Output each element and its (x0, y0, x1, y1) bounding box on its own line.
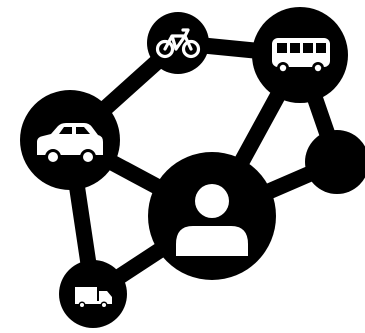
node-bicycle (147, 12, 209, 74)
node-edge-circle (305, 130, 365, 194)
bus-icon (272, 38, 330, 74)
user-head (201, 190, 223, 212)
car-icon (37, 123, 103, 165)
truck-icon (75, 287, 112, 309)
bicycle-icon (155, 28, 201, 59)
